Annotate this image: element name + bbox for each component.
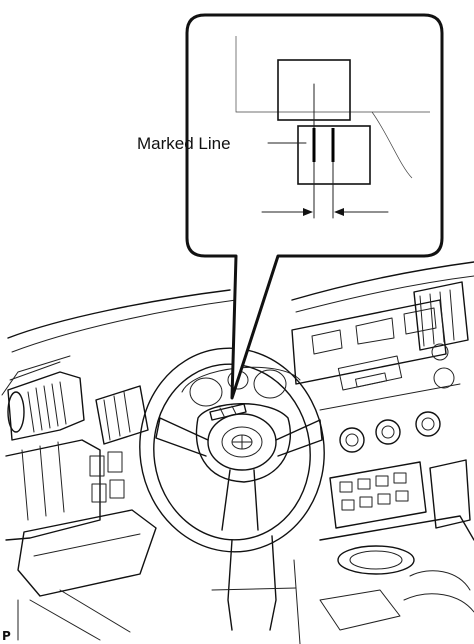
detail-callout: Marked Line	[137, 13, 444, 400]
alignment-arrows	[261, 208, 389, 216]
figure-code: P	[2, 629, 11, 643]
housing-curve	[371, 111, 413, 179]
dashboard-illustration	[1, 261, 474, 644]
marked-line-label: Marked Line	[137, 134, 231, 153]
lower-component	[297, 125, 371, 185]
housing-edge	[235, 36, 430, 113]
